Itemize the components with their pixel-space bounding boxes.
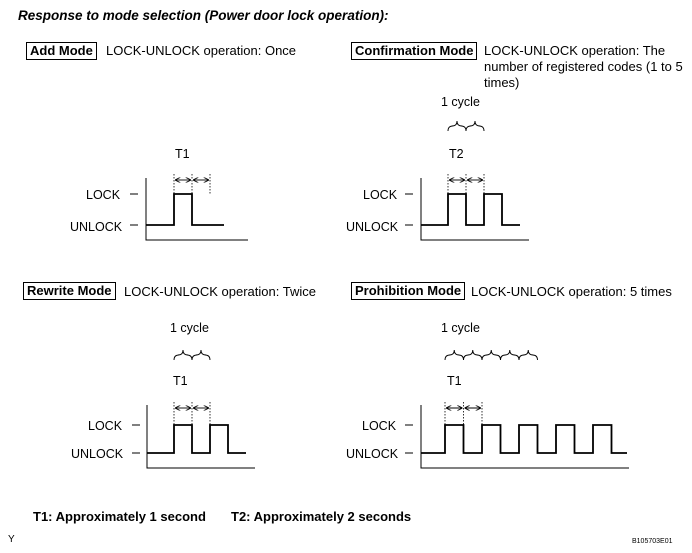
prohibition-cycle-label: 1 cycle [441, 321, 480, 335]
rewrite-timing-label: T1 [173, 374, 188, 388]
add-unlock-level: UNLOCK [70, 220, 123, 234]
cycle-brace [518, 349, 538, 361]
cycle-brace [444, 349, 464, 361]
add-mode-operation: LOCK-UNLOCK operation: Once [106, 43, 297, 58]
waveform-line [421, 424, 627, 454]
cycle-brace [463, 349, 483, 361]
prohibition-mode-operation: LOCK-UNLOCK operation: 5 times [471, 284, 672, 299]
legend-t1: T1: Approximately 1 second [33, 509, 206, 524]
prohibition-unlock-level: UNLOCK [346, 447, 399, 461]
waveform-line [421, 193, 520, 226]
add-lock-level: LOCK [86, 188, 121, 202]
confirmation-mode-diagram: 1 cycle T2 LOCK UNLOCK [346, 95, 529, 241]
add-mode-diagram: T1 LOCK UNLOCK [70, 147, 248, 241]
confirmation-cycle-label: 1 cycle [441, 95, 480, 109]
rewrite-unlock-level: UNLOCK [71, 447, 124, 461]
rewrite-mode-label: Rewrite Mode [23, 282, 116, 300]
corner-mark: Y [8, 534, 15, 545]
cycle-brace [447, 120, 467, 132]
page-heading: Response to mode selection (Power door l… [18, 8, 389, 23]
confirmation-mode-label: Confirmation Mode [351, 42, 478, 60]
axis-line [145, 178, 248, 241]
waveform-line [146, 193, 224, 226]
prohibition-lock-level: LOCK [362, 419, 397, 433]
cycle-brace [191, 349, 211, 361]
prohibition-timing-label: T1 [447, 374, 462, 388]
add-mode-label: Add Mode [26, 42, 97, 60]
axis-line [146, 405, 255, 469]
figure-id: B105703E01 [632, 538, 673, 545]
axis-line [420, 178, 529, 241]
confirmation-lock-level: LOCK [363, 188, 398, 202]
rewrite-mode-operation: LOCK-UNLOCK operation: Twice [124, 284, 316, 299]
rewrite-cycle-label: 1 cycle [170, 321, 209, 335]
prohibition-mode-label: Prohibition Mode [351, 282, 466, 300]
rewrite-lock-level: LOCK [88, 419, 123, 433]
cycle-brace [465, 120, 485, 132]
legend-t2: T2: Approximately 2 seconds [231, 509, 412, 524]
cycle-brace [481, 349, 501, 361]
confirmation-unlock-level: UNLOCK [346, 220, 399, 234]
rewrite-mode-diagram: 1 cycle T1 LOCK UNLOCK [71, 321, 255, 469]
axis-line [420, 405, 629, 469]
cycle-brace [500, 349, 520, 361]
add-timing-label: T1 [175, 147, 190, 161]
waveform-line [147, 424, 246, 454]
confirmation-mode-operation: LOCK-UNLOCK operation: The number of reg… [484, 43, 683, 90]
cycle-brace [173, 349, 193, 361]
prohibition-mode-diagram: 1 cycle T1 LOCK UNLOCK [346, 321, 629, 469]
confirmation-timing-label: T2 [449, 147, 464, 161]
